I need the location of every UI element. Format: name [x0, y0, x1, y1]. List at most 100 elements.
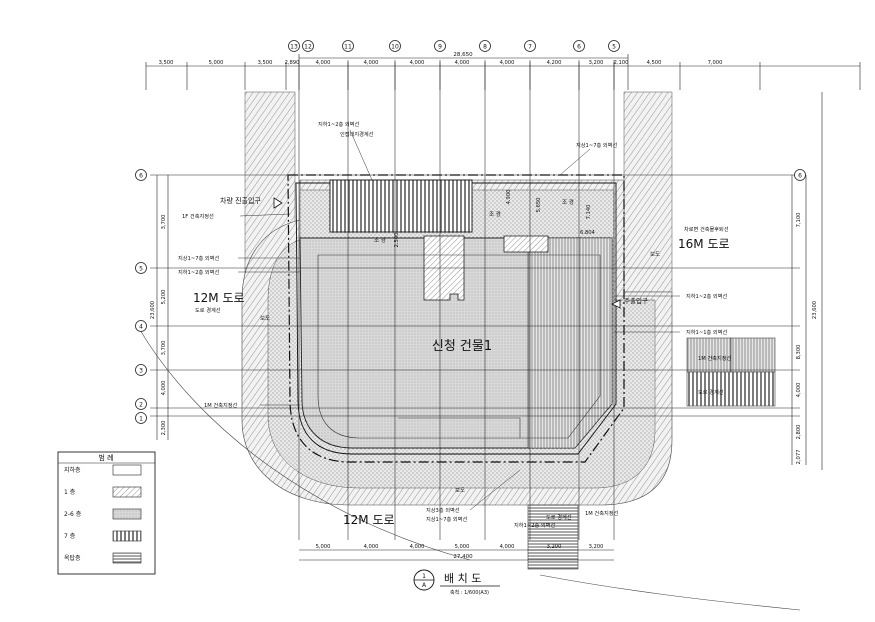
grid-bubble: 11 — [342, 40, 354, 52]
svg-text:7 층: 7 층 — [64, 532, 76, 540]
svg-text:9: 9 — [438, 44, 442, 51]
grid-bubble: 6 — [794, 169, 806, 181]
svg-text:2-6 층: 2-6 층 — [64, 510, 82, 518]
svg-text:7,000: 7,000 — [708, 60, 723, 66]
svg-text:4,000: 4,000 — [455, 60, 470, 66]
road-label-south: 12M 도로 — [343, 513, 395, 527]
wall-label: 지상3층 외벽선 — [426, 506, 460, 514]
wall-label: 지하1~2층 외벽선 — [178, 268, 219, 276]
scale-label: 축척 : 1/600(A3) — [450, 589, 489, 596]
svg-text:2,100: 2,100 — [614, 60, 629, 66]
wall-label: 지하1~2층 외벽선 — [686, 292, 727, 300]
svg-text:1: 1 — [139, 416, 143, 423]
svg-text:옥탑층: 옥탑층 — [64, 554, 81, 562]
svg-text:4,000: 4,000 — [161, 381, 167, 396]
svg-text:4,000: 4,000 — [410, 544, 425, 550]
road-label-east: 16M 도로 — [678, 237, 730, 251]
svg-text:23,600: 23,600 — [812, 301, 818, 319]
grid-bubble: 12 — [302, 40, 314, 52]
svg-text:12: 12 — [304, 44, 312, 51]
site-boundary-label: 인접대지경계선 — [340, 130, 374, 138]
svg-text:13: 13 — [290, 44, 298, 51]
dimension-left — [156, 175, 169, 440]
wall-label: 지하1~1층 외벽선 — [686, 328, 727, 336]
grid-bubbles-left: 6 5 4 3 2 1 — [135, 169, 147, 424]
grid-bubble: 6 — [135, 169, 147, 181]
road-label-west: 12M 도로 — [193, 291, 245, 305]
legend: 범 례 지하층 1 층 2-6 층 7 층 옥탑층 — [57, 451, 156, 575]
svg-text:27,400: 27,400 — [453, 554, 473, 560]
site-boundary — [287, 174, 625, 463]
landscape-label: 조 경 — [489, 211, 501, 218]
setback-label: 1M 건축지정선 — [698, 354, 732, 362]
svg-text:4,000: 4,000 — [796, 383, 802, 398]
svg-text:7: 7 — [528, 44, 532, 51]
svg-text:3,700: 3,700 — [161, 341, 167, 356]
svg-text:1: 1 — [422, 573, 426, 580]
grid-bubble: 7 — [524, 40, 536, 52]
east-ramp — [686, 337, 776, 407]
south-stairs — [527, 504, 579, 570]
legend-item: 2-6 층 — [64, 508, 142, 520]
grid-bubble: 2 — [135, 398, 147, 410]
main-entrance-label: 주출입구 — [624, 296, 648, 305]
landscape-label: 조 경 — [374, 237, 386, 244]
grid-bubble: 9 — [434, 40, 446, 52]
svg-text:2,300: 2,300 — [161, 421, 167, 436]
svg-text:2,077: 2,077 — [796, 450, 802, 465]
sidewalk-label: 보도 — [455, 487, 465, 494]
road-boundary-label: 도로 경계선 — [195, 306, 221, 314]
setback-label: 1M 건축지정선 — [585, 509, 619, 517]
svg-text:3: 3 — [139, 368, 143, 375]
svg-text:6: 6 — [577, 44, 581, 51]
svg-text:23,600: 23,600 — [150, 301, 156, 319]
setback-label: 1F 건축지정선 — [182, 212, 214, 220]
svg-text:8,300: 8,300 — [796, 345, 802, 360]
sidewalk-label: 보도 — [260, 315, 270, 322]
dimension-note: 2.500 — [394, 233, 400, 248]
svg-text:4,200: 4,200 — [547, 60, 562, 66]
dimension-note: 7.140 — [586, 205, 592, 220]
svg-text:5,000: 5,000 — [316, 544, 331, 550]
svg-text:6: 6 — [139, 173, 143, 180]
sidewalk-label: 보도 — [650, 251, 660, 258]
dimension-left-text: 3,700 5,200 3,700 4,000 2,300 23,600 — [150, 215, 167, 436]
wall-label: 지하1~2층 외벽선 — [318, 120, 359, 128]
svg-text:3,200: 3,200 — [589, 544, 604, 550]
dimension-bottom-text: 5,000 4,000 4,000 5,000 4,000 3,200 3,20… — [316, 544, 604, 560]
svg-text:4,000: 4,000 — [364, 60, 379, 66]
svg-text:3,700: 3,700 — [161, 215, 167, 230]
svg-text:3,500: 3,500 — [159, 60, 174, 66]
grid-bubbles-top: 13 12 11 10 9 8 7 6 5 — [288, 40, 620, 52]
building-footprint — [299, 179, 613, 449]
svg-text:2,800: 2,800 — [796, 425, 802, 440]
svg-text:7,100: 7,100 — [796, 213, 802, 228]
svg-text:5,000: 5,000 — [209, 60, 224, 66]
svg-text:10: 10 — [391, 44, 399, 51]
drawing-title: 1 A 배 치 도 축척 : 1/600(A3) — [413, 569, 500, 596]
legend-item: 7 층 — [64, 530, 142, 542]
dimension-note: 4.900 — [506, 190, 512, 205]
road-curves — [139, 329, 801, 611]
grid-bubble: 6 — [573, 40, 585, 52]
legend-item: 옥탑층 — [64, 552, 142, 564]
grid-bubble: 5 — [135, 262, 147, 274]
main-labels: 신청 건물1 12M 도로 16M 도로 12M 도로 보도 보도 보도 — [193, 237, 730, 527]
svg-text:11: 11 — [344, 44, 352, 51]
svg-text:4,500: 4,500 — [647, 60, 662, 66]
page-title: 배 치 도 — [444, 572, 481, 585]
svg-text:5: 5 — [139, 266, 143, 273]
svg-text:4,000: 4,000 — [500, 544, 515, 550]
legend-title: 범 례 — [98, 453, 113, 462]
svg-text:4,000: 4,000 — [364, 544, 379, 550]
annotation-labels: 차량 진출입구 주출입구 도로 경계선 차로변 건축물후퇴선 지하1~2층 외벽… — [178, 120, 732, 529]
dimension-note: 6.804 — [580, 230, 596, 236]
building-label: 신청 건물1 — [432, 339, 492, 354]
road-boundary-label: 차로변 건축물후퇴선 — [684, 225, 729, 233]
svg-text:4,000: 4,000 — [500, 60, 515, 66]
road-boundary-label: 도로 경계선 — [546, 513, 572, 521]
dimension-top-text: 28,650 3,500 5,000 3,500 2,890 4,000 4,0… — [159, 52, 723, 66]
svg-text:3,200: 3,200 — [589, 60, 604, 66]
svg-text:5,000: 5,000 — [455, 544, 470, 550]
svg-text:5: 5 — [612, 44, 616, 51]
